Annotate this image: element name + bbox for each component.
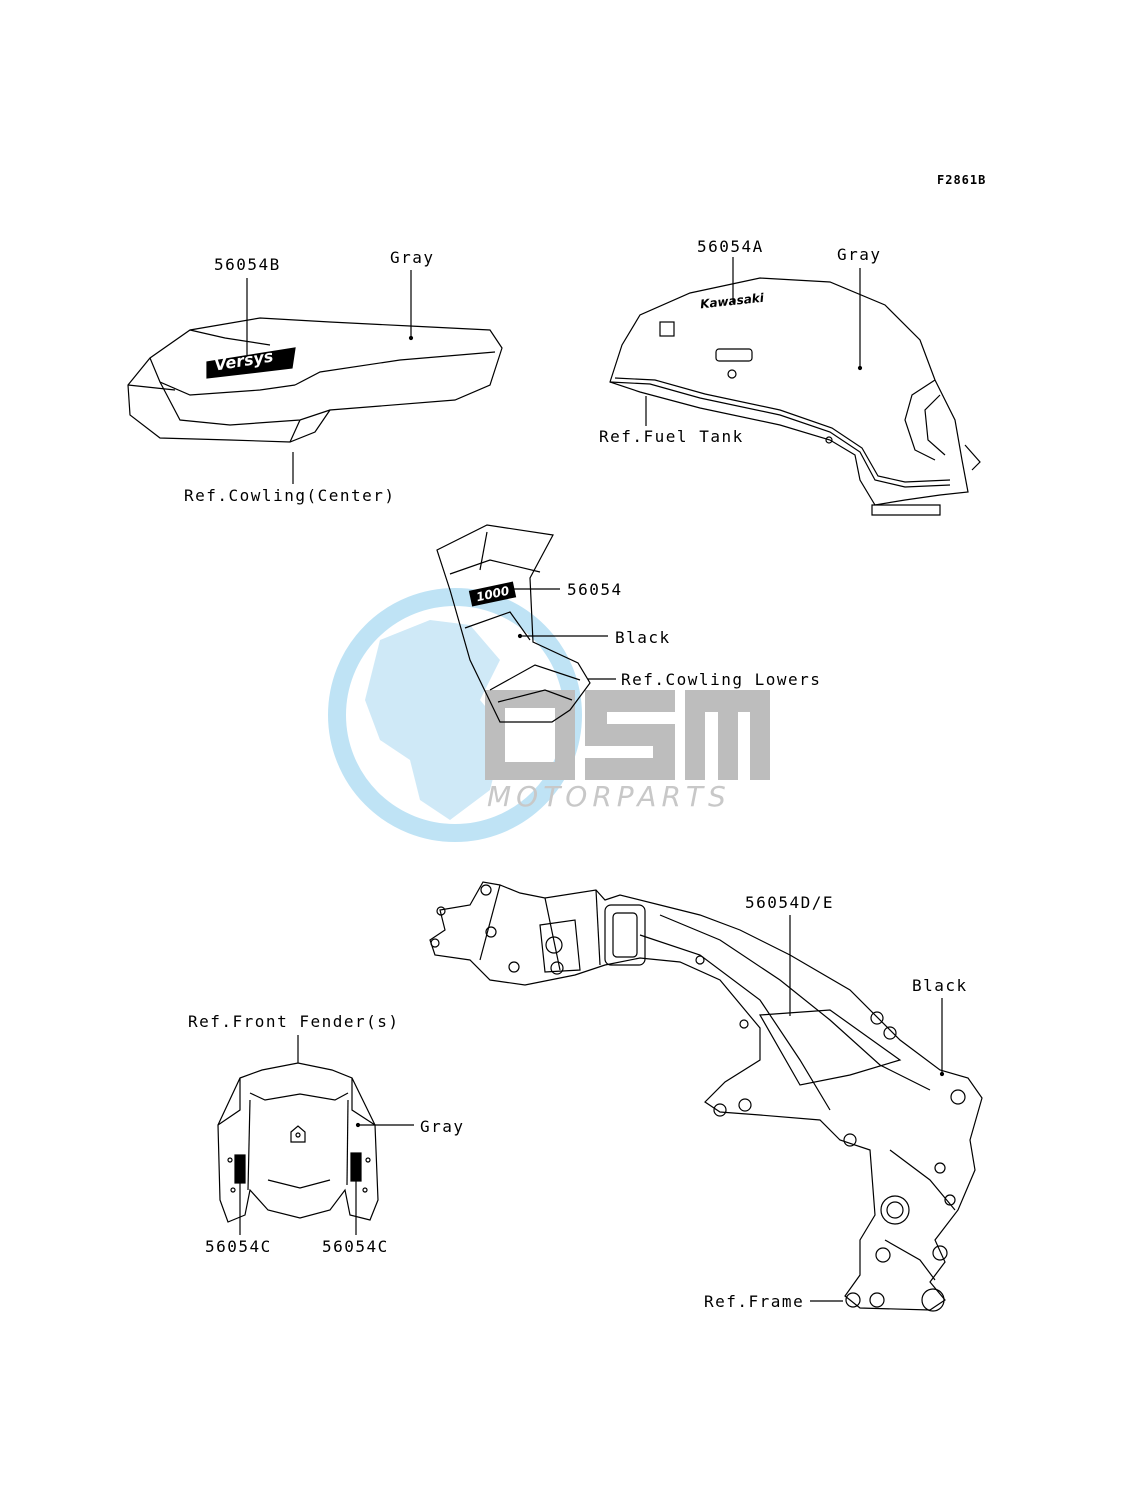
- lower-reference-label: Ref.Cowling Lowers: [621, 670, 822, 689]
- tank-reference-label: Ref.Fuel Tank: [599, 427, 744, 446]
- seat-color-label: Gray: [390, 248, 435, 267]
- lower-color-label: Black: [615, 628, 671, 647]
- frame-part-number: 56054D/E: [745, 893, 835, 912]
- fuel-tank-drawing: [609, 277, 981, 516]
- cowling-lower-drawing: [436, 524, 591, 723]
- diagram-code: F2861B: [937, 173, 987, 187]
- watermark-globe-icon: [365, 620, 505, 820]
- seat-reference-label: Ref.Cowling(Center): [184, 486, 396, 505]
- seat-cowling-drawing: [127, 317, 503, 443]
- fender-color-label: Gray: [420, 1117, 465, 1136]
- frame-reference-label: Ref.Frame: [704, 1292, 805, 1311]
- tank-color-label: Gray: [837, 245, 882, 264]
- seat-part-number: 56054B: [214, 255, 281, 274]
- fender-right-part-number: 56054C: [322, 1237, 389, 1256]
- fender-reference-label: Ref.Front Fender(s): [188, 1012, 400, 1031]
- frame-drawing: [429, 881, 983, 1312]
- lower-part-number: 56054: [567, 580, 623, 599]
- frame-color-label: Black: [912, 976, 968, 995]
- tank-part-number: 56054A: [697, 237, 764, 256]
- front-fender-drawing: [217, 1062, 379, 1223]
- fender-left-part-number: 56054C: [205, 1237, 272, 1256]
- watermark-subtitle: MOTORPARTS: [487, 780, 731, 813]
- watermark-osm-letters: [485, 690, 770, 780]
